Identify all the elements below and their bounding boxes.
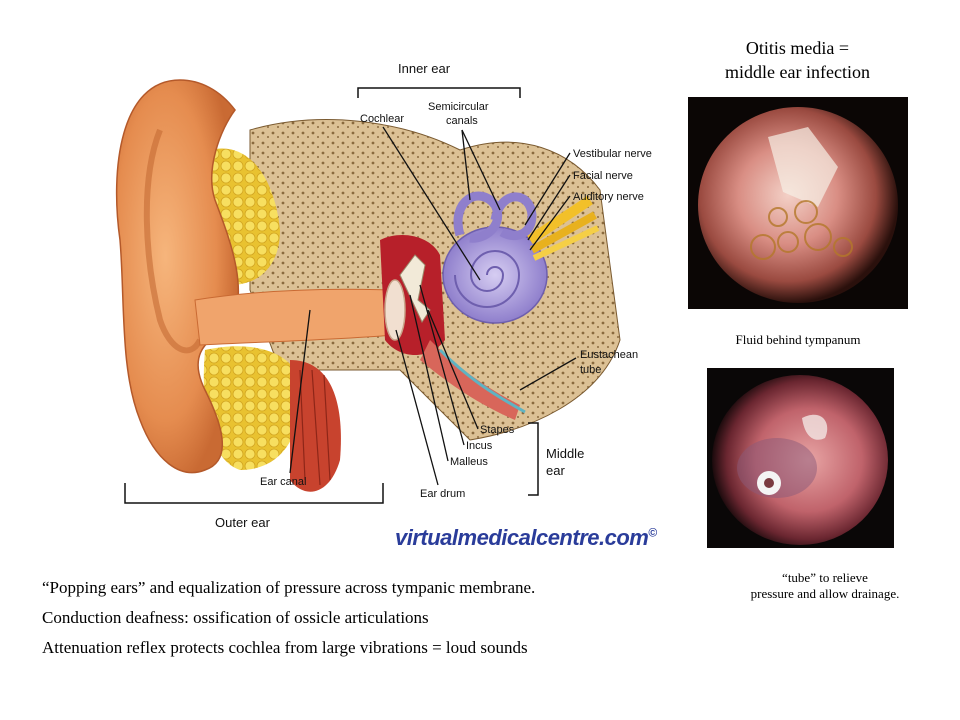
caption-tube-line-1: “tube” to relieve (782, 570, 868, 585)
caption-tube: “tube” to relieve pressure and allow dra… (690, 570, 960, 602)
ear-drum (384, 279, 406, 341)
nerve-bundle (527, 195, 600, 261)
label-middle-ear-2: ear (546, 463, 565, 478)
label-semicircular-1: Semicircular (428, 101, 489, 113)
label-eustachean-2: tube (580, 364, 601, 376)
label-ear-canal: Ear canal (260, 476, 306, 488)
label-vestibular-nerve: Vestibular nerve (573, 148, 652, 160)
label-eustachean-1: Eustachean (580, 349, 638, 361)
otoscope-photo-tube (707, 368, 894, 548)
ear-canal (194, 288, 396, 346)
label-inner-ear: Inner ear (398, 61, 451, 76)
label-stapes: Stapes (480, 424, 515, 436)
label-semicircular-2: canals (446, 115, 478, 127)
caption-tube-line-2: pressure and allow drainage. (750, 586, 900, 601)
leader-lines (289, 126, 577, 486)
label-incus: Incus (466, 440, 493, 452)
eustachian-tube (420, 340, 520, 420)
label-middle-ear-1: Middle (546, 446, 584, 461)
otoscope-photo-fluid (688, 97, 908, 309)
bullet-popping-ears: “Popping ears” and equalization of press… (42, 578, 536, 597)
body-text: “Popping ears” and equalization of press… (42, 578, 682, 668)
page-title: Otitis media = middle ear infection (690, 36, 905, 84)
label-auditory-nerve: Auditory nerve (573, 191, 644, 203)
label-outer-ear: Outer ear (215, 515, 271, 530)
label-cochlear: Cochlear (360, 113, 404, 125)
title-line-2: middle ear infection (725, 62, 870, 82)
title-line-1: Otitis media = (745, 38, 850, 58)
ossicles (399, 254, 431, 324)
label-facial-nerve: Facial nerve (573, 170, 633, 182)
ear-anatomy-diagram: Inner ear Cochlear Semicircular canals V… (115, 61, 652, 530)
bullet-conduction-deafness: Conduction deafness: ossification of oss… (42, 608, 429, 627)
label-ear-drum: Ear drum (420, 488, 465, 500)
bullet-attenuation-reflex: Attenuation reflex protects cochlea from… (42, 638, 528, 657)
caption-fluid: Fluid behind tympanum (735, 332, 861, 347)
watermark-logo: virtualmedicalcentre.com© (395, 525, 657, 550)
label-malleus: Malleus (450, 456, 488, 468)
fat-tissue-lower (203, 346, 301, 470)
